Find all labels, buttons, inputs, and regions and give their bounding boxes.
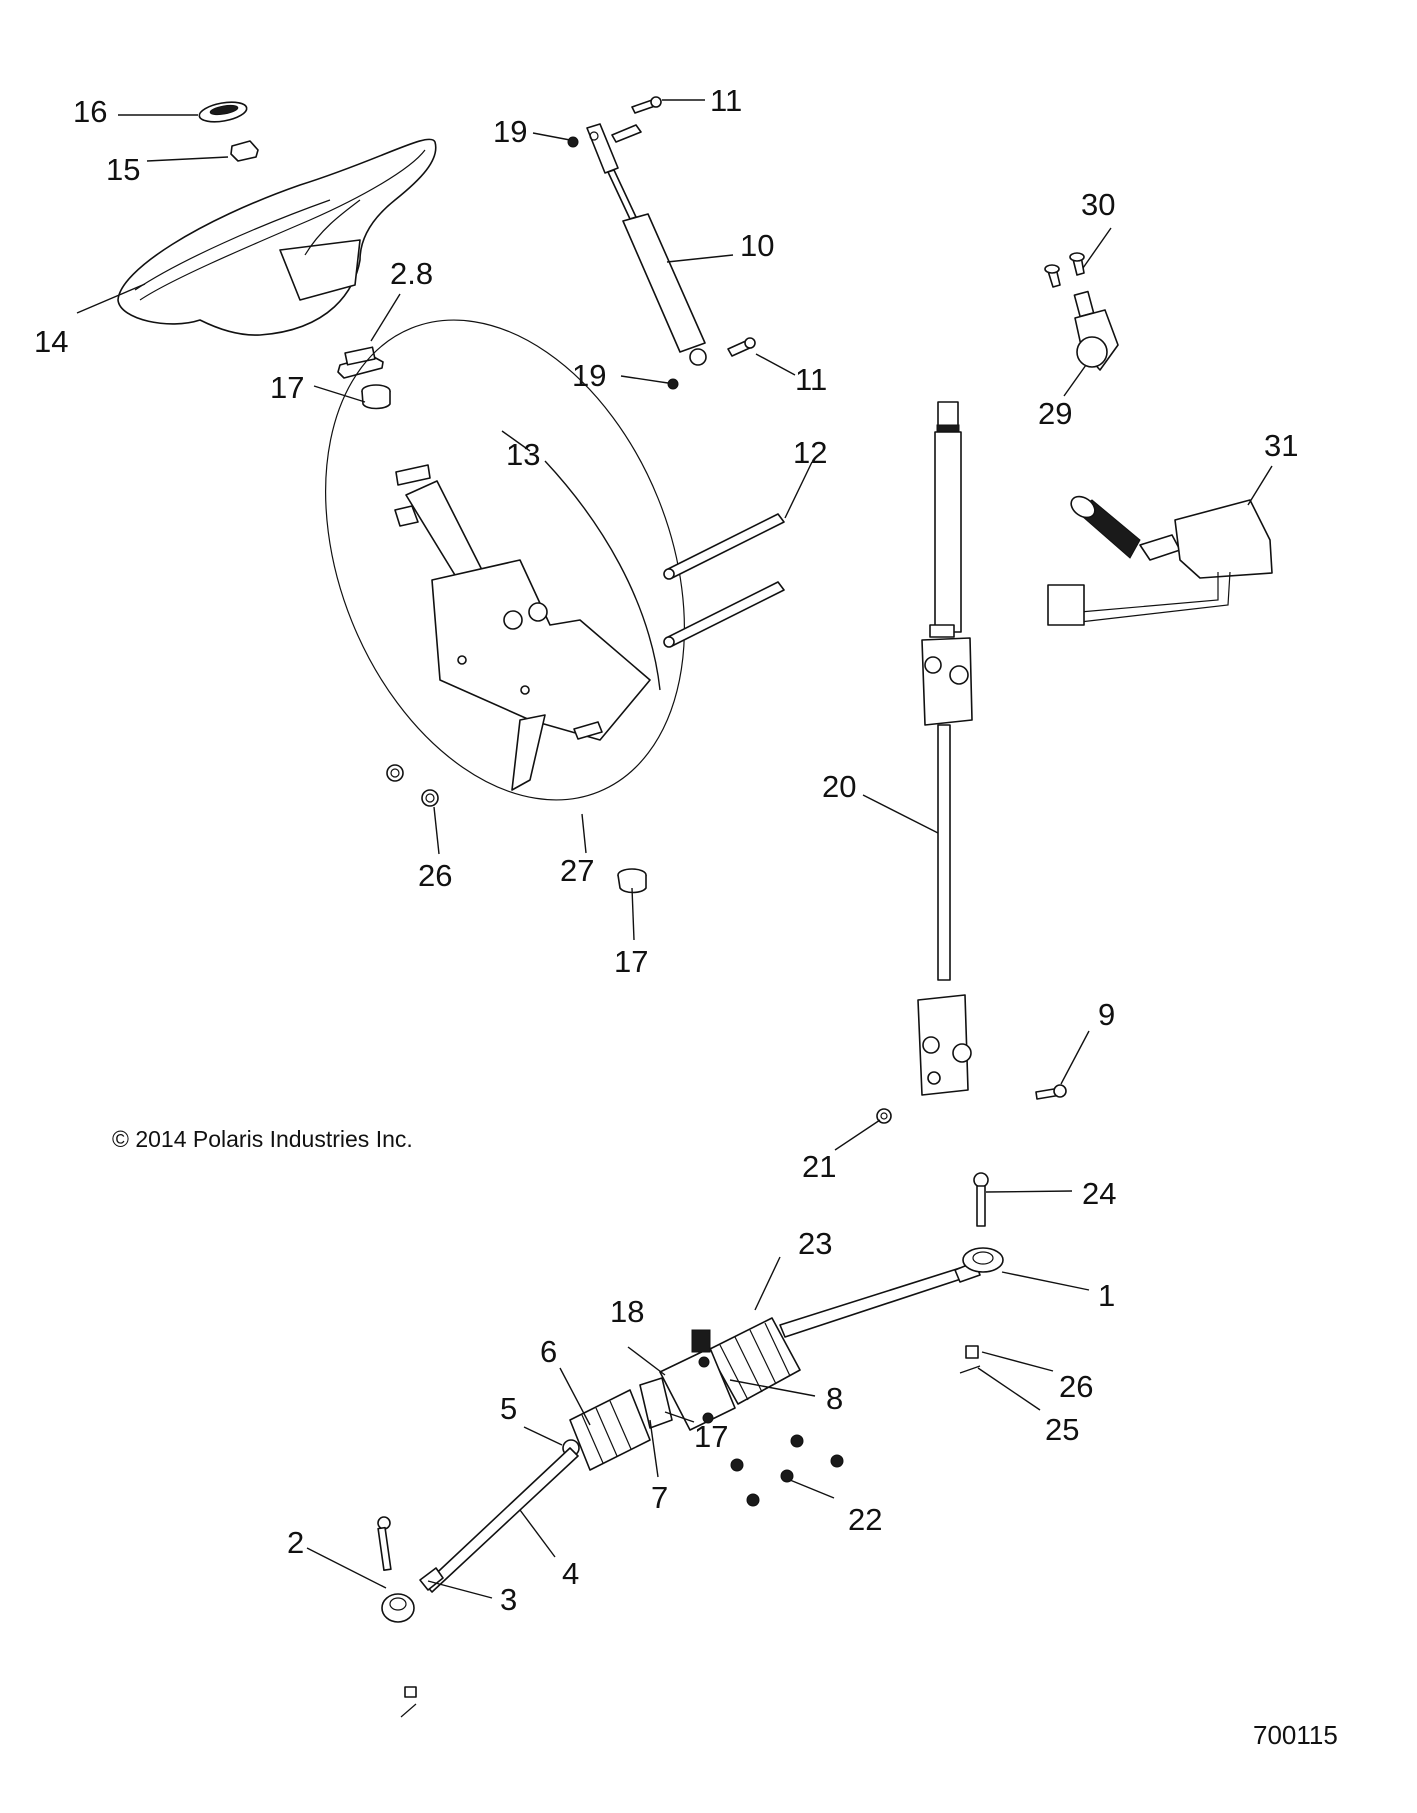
tilt-knob-part[interactable]	[1073, 290, 1119, 371]
callout-9: 9	[1098, 997, 1115, 1032]
callout-16: 16	[73, 94, 107, 129]
steering-wheel-cap-part[interactable]	[198, 99, 248, 125]
u-joint-bolt-part[interactable]	[1035, 1084, 1067, 1100]
turn-signal-switch-part[interactable]	[1047, 492, 1273, 626]
callout-25: 25	[1045, 1412, 1079, 1447]
callout-5: 5	[500, 1391, 517, 1426]
bushing-upper-part[interactable]	[361, 384, 391, 410]
tie-rod-bolt-part[interactable]	[973, 1172, 989, 1227]
callout-21: 21	[802, 1149, 836, 1184]
rack-assembly-part[interactable]	[381, 1247, 1004, 1623]
callout-10: 10	[740, 228, 774, 263]
callout-29: 29	[1038, 396, 1072, 431]
grommet-clip-part[interactable]	[337, 346, 384, 379]
left-bolt-part[interactable]	[377, 1516, 392, 1572]
rack-nuts-part[interactable]	[730, 1434, 844, 1507]
bolt-lower-part[interactable]	[727, 337, 756, 357]
callout-20: 20	[822, 769, 856, 804]
callout-15: 15	[106, 152, 140, 187]
callout-28: 2.8	[390, 256, 433, 291]
callout-31: 31	[1264, 428, 1298, 463]
callout-6: 6	[540, 1334, 557, 1369]
bushing-lower-part[interactable]	[617, 868, 647, 894]
callout-17-upper: 17	[270, 370, 304, 405]
leader-lines	[76, 99, 1273, 1599]
pivot-bolts-part[interactable]	[663, 513, 785, 648]
callout-22: 22	[848, 1502, 882, 1537]
left-nut-pin-part[interactable]	[400, 1686, 417, 1718]
steering-column-bracket-part[interactable]	[258, 266, 751, 853]
callout-14: 14	[34, 324, 68, 359]
figure-number: 700115	[1253, 1720, 1338, 1750]
callout-12: 12	[793, 435, 827, 470]
callout-4: 4	[562, 1556, 579, 1591]
callout-27: 27	[560, 853, 594, 888]
callout-24: 24	[1082, 1176, 1116, 1211]
pin-upper-part[interactable]	[611, 124, 642, 143]
callout-7: 7	[651, 1480, 668, 1515]
callout-26-rack: 26	[1059, 1369, 1093, 1404]
callout-2: 2	[287, 1525, 304, 1560]
callout-26-upper: 26	[418, 858, 452, 893]
callout-18: 18	[610, 1294, 644, 1329]
callout-8: 8	[826, 1381, 843, 1416]
gas-strut-part[interactable]	[586, 123, 707, 366]
callout-19-upper: 19	[493, 114, 527, 149]
callout-17-rack: 17	[694, 1419, 728, 1454]
bolt-upper-part[interactable]	[631, 96, 662, 114]
callout-3: 3	[500, 1582, 517, 1617]
callout-11-lower: 11	[795, 362, 827, 397]
steering-wheel-nut-part[interactable]	[230, 140, 259, 162]
flange-nut-part[interactable]	[386, 764, 439, 807]
steering-wheel-part[interactable]	[117, 138, 437, 336]
callout-19-lower: 19	[572, 358, 606, 393]
steering-shaft-part[interactable]	[917, 401, 973, 1096]
u-joint-nut-part[interactable]	[876, 1108, 892, 1124]
callout-1: 1	[1098, 1278, 1115, 1313]
nut-lower-part[interactable]	[667, 378, 679, 390]
nut-upper-part[interactable]	[567, 136, 579, 148]
castle-nut-part[interactable]	[959, 1345, 981, 1374]
callout-labels: 16 15 14 2.8 17 19 11 10 19 11 13 12 30 …	[34, 83, 1298, 1617]
callout-30: 30	[1081, 187, 1115, 222]
callout-13: 13	[506, 437, 540, 472]
copyright-notice: © 2014 Polaris Industries Inc.	[112, 1126, 413, 1152]
callout-23: 23	[798, 1226, 832, 1261]
callout-11-upper: 11	[710, 83, 742, 118]
screws-part[interactable]	[1044, 252, 1085, 288]
callout-17-lower: 17	[614, 944, 648, 979]
